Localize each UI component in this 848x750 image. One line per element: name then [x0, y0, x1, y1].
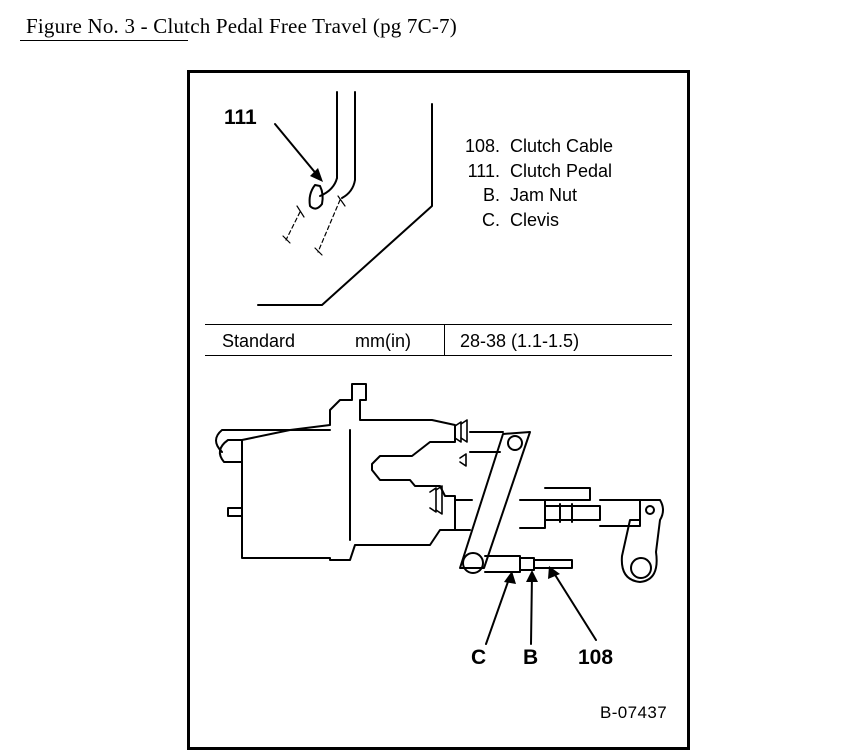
- bellcrank: [620, 499, 664, 583]
- boots: [429, 419, 468, 515]
- legend-label: Clutch Pedal: [510, 160, 613, 181]
- legend-item-clutch-pedal: 111. Clutch Pedal: [456, 159, 613, 184]
- free-travel-dimension: [285, 199, 341, 253]
- cable-arrow: [548, 566, 560, 579]
- dimension-ticks: [282, 195, 346, 256]
- page-title: Figure No. 3 - Clutch Pedal Free Travel …: [26, 14, 457, 38]
- transmission-housing: [215, 383, 456, 561]
- parts-legend: 108. Clutch Cable 111. Clutch Pedal B. Jam …: [456, 134, 613, 232]
- pedal-leader-arrow: [310, 168, 323, 182]
- spec-label: Standard: [222, 331, 296, 351]
- title-underline: [20, 40, 188, 41]
- pedal-pad: [308, 184, 324, 210]
- clevis-arrow: [504, 571, 516, 584]
- spec-table: Standard mm(in) 28-38 (1.1-1.5): [205, 324, 672, 356]
- callout-cable: 108: [578, 646, 614, 669]
- pedal-panel-outline: [257, 91, 433, 306]
- cable-assembly: [484, 555, 573, 573]
- callout-111: 111: [224, 106, 257, 129]
- shift-rod: [454, 431, 641, 531]
- callout-jam-nut: B: [523, 646, 539, 669]
- legend-key: C.: [482, 209, 500, 230]
- legend-item-clevis: C. Clevis: [456, 208, 613, 233]
- legend-item-jam-nut: B. Jam Nut: [456, 183, 613, 208]
- legend-item-clutch-cable: 108. Clutch Cable: [456, 134, 613, 159]
- spec-value: 28-38 (1.1-1.5): [460, 331, 580, 351]
- pedal-leader: [274, 123, 319, 177]
- spec-divider: [444, 325, 445, 355]
- legend-label: Clutch Cable: [510, 136, 614, 156]
- callout-leaders: [485, 569, 597, 645]
- legend-key: 111.: [467, 160, 500, 181]
- figure-code: B-07437: [600, 703, 668, 722]
- legend-label: Clevis: [510, 209, 560, 230]
- legend-label: Jam Nut: [510, 185, 578, 206]
- jam-nut-arrow: [526, 570, 538, 582]
- release-lever: [459, 431, 531, 574]
- spec-unit: mm(in): [355, 331, 411, 351]
- legend-key: 108.: [464, 136, 500, 156]
- callout-clevis: C: [471, 646, 487, 669]
- legend-key: B.: [482, 185, 500, 206]
